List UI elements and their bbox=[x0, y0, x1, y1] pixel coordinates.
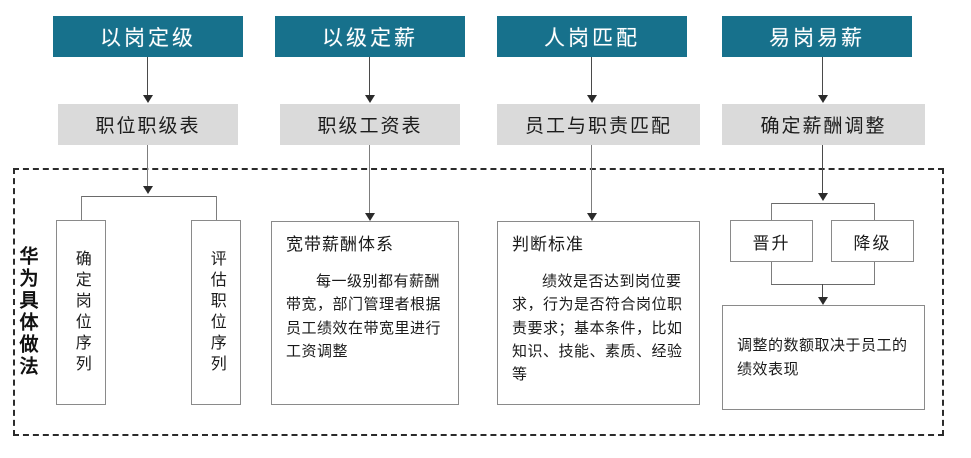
bracket-col1-horizontal bbox=[81, 196, 216, 197]
bracket-col4-bottom-horizontal bbox=[771, 284, 875, 285]
bracket-col4-top-right-drop bbox=[874, 203, 875, 220]
arrowhead-col2-stage-down bbox=[365, 213, 375, 221]
huawei-practice-region bbox=[13, 168, 944, 436]
column-header-col2[interactable]: 以级定薪 bbox=[275, 16, 465, 57]
connector-col3-stage-down bbox=[591, 145, 592, 213]
arrowhead-col4-header-to-stage bbox=[818, 95, 828, 103]
column-header-col3[interactable]: 人岗匹配 bbox=[497, 16, 687, 57]
column-stage-col4[interactable]: 确定薪酬调整 bbox=[722, 104, 925, 145]
column-header-col4[interactable]: 易岗易薪 bbox=[722, 16, 912, 57]
detail-box-col2-body: 每一级别都有薪酬带宽，部门管理者根据员工绩效在带宽里进行工资调整 bbox=[286, 274, 442, 360]
connector-col3-header-to-stage bbox=[591, 57, 592, 95]
column-stage-col3[interactable]: 员工与职责匹配 bbox=[497, 104, 700, 145]
connector-col2-header-to-stage bbox=[369, 57, 370, 95]
detail-box-col3-body: 绩效是否达到岗位要求，行为是否符合岗位职责要求；基本条件，比如知识、技能、素质、… bbox=[512, 274, 683, 383]
detail-box-col2[interactable]: 宽带薪酬体系 每一级别都有薪酬带宽，部门管理者根据员工绩效在带宽里进行工资调整 bbox=[271, 221, 459, 405]
bracket-col4-top-horizontal bbox=[771, 203, 874, 204]
arrowhead-col3-stage-down bbox=[587, 213, 597, 221]
connector-col1-stage-down bbox=[147, 145, 148, 186]
detail-box-col3-title: 判断标准 bbox=[512, 235, 584, 254]
arrowhead-col4-stage-down bbox=[818, 193, 828, 201]
arrowhead-col2-header-to-stage bbox=[365, 95, 375, 103]
result-box-col4[interactable]: 调整的数额取决于员工的绩效表现 bbox=[722, 305, 925, 410]
column-stage-col1[interactable]: 职位职级表 bbox=[58, 104, 238, 145]
detail-box-col2-title: 宽带薪酬体系 bbox=[286, 235, 394, 254]
column-stage-col2[interactable]: 职级工资表 bbox=[280, 104, 460, 145]
arrowhead-col3-header-to-stage bbox=[587, 95, 597, 103]
leaf-box-col1-1[interactable]: 确定岗位序列 bbox=[56, 220, 106, 405]
leaf-box-col1-2[interactable]: 评估职位序列 bbox=[191, 220, 241, 405]
connector-col4-header-to-stage bbox=[822, 57, 823, 95]
region-caption-label: 华为具体做法 bbox=[16, 246, 38, 378]
bracket-col1-left-drop bbox=[81, 196, 82, 220]
bracket-col4-bottom-right-rise bbox=[874, 262, 875, 284]
branch-box-col4-promote[interactable]: 晋升 bbox=[730, 220, 813, 262]
detail-box-col3[interactable]: 判断标准 绩效是否达到岗位要求，行为是否符合岗位职责要求；基本条件，比如知识、技… bbox=[497, 221, 700, 405]
connector-col1-header-to-stage bbox=[147, 57, 148, 95]
arrowhead-col1-header-to-stage bbox=[143, 95, 153, 103]
branch-box-col4-demote[interactable]: 降级 bbox=[831, 220, 914, 262]
bracket-col4-top-left-drop bbox=[771, 203, 772, 220]
bracket-col4-bottom-left-rise bbox=[771, 262, 772, 284]
arrowhead-col1-stage-down bbox=[143, 186, 153, 194]
connector-col4-merge-down bbox=[822, 284, 823, 297]
bracket-col1-right-drop bbox=[216, 196, 217, 220]
leaf-box-col1-2-label: 评估职位序列 bbox=[207, 249, 225, 376]
result-box-col4-body: 调整的数额取决于员工的绩效表现 bbox=[737, 337, 908, 378]
leaf-box-col1-1-label: 确定岗位序列 bbox=[72, 249, 90, 376]
connector-col2-stage-down bbox=[369, 145, 370, 213]
column-header-col1[interactable]: 以岗定级 bbox=[53, 16, 243, 57]
connector-col4-stage-down bbox=[822, 145, 823, 193]
arrowhead-col4-merge-down bbox=[818, 297, 828, 305]
